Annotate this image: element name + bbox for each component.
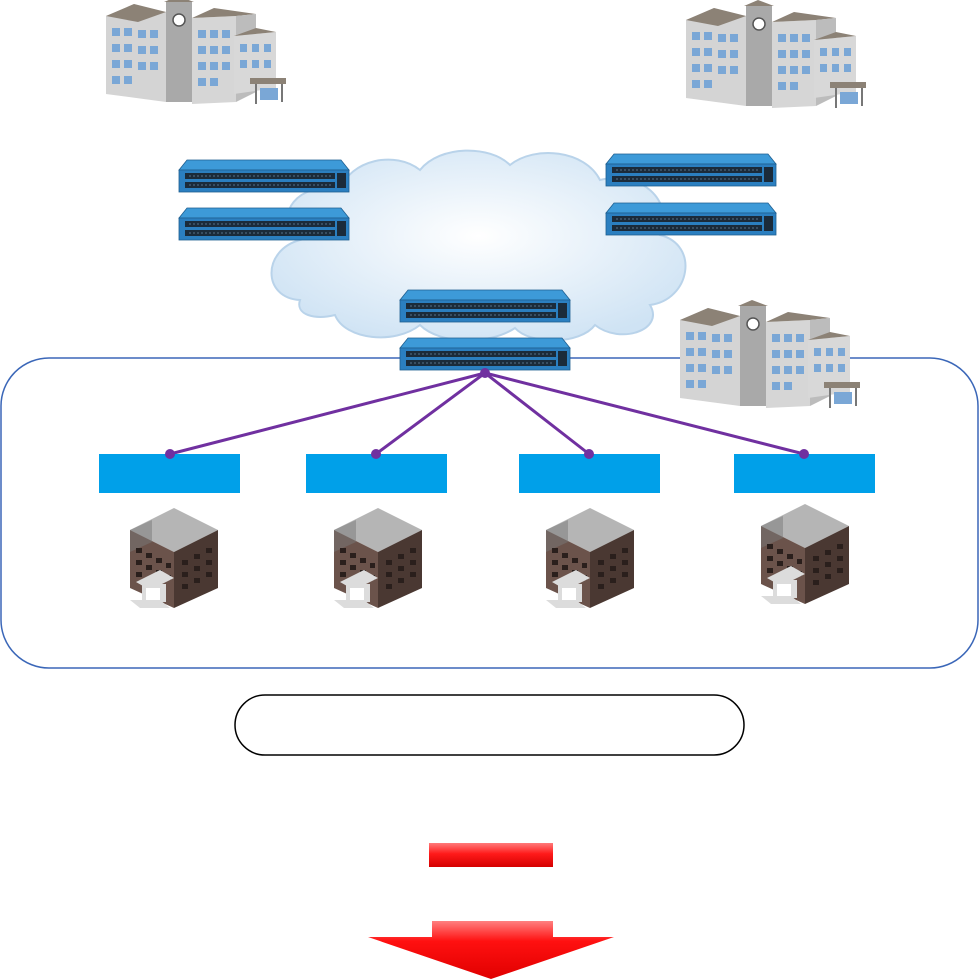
link-line <box>375 371 486 456</box>
campus-building-icon <box>685 0 867 109</box>
office-building-icon <box>334 508 422 608</box>
link-endpoint-dot <box>799 449 809 459</box>
link-line <box>169 371 486 456</box>
node-bar <box>306 454 447 493</box>
network-switch-icon <box>178 207 350 241</box>
network-switch-icon <box>605 202 777 236</box>
network-switch-icon <box>399 289 571 323</box>
network-switch-icon <box>399 337 571 371</box>
node-bar <box>519 454 660 493</box>
link-line <box>484 371 805 456</box>
campus-building-icon <box>679 299 861 409</box>
office-building-icon <box>130 508 218 608</box>
red-bar <box>429 843 553 867</box>
network-switch-icon <box>605 153 777 187</box>
node-bar <box>99 454 240 493</box>
down-arrow-icon <box>368 921 614 979</box>
office-building-icon <box>761 504 849 604</box>
link-hub-dot <box>480 368 490 378</box>
office-building-icon <box>546 508 634 608</box>
link-endpoint-dot <box>165 449 175 459</box>
node-bar <box>734 454 875 493</box>
link-line <box>484 371 590 456</box>
network-links <box>169 371 805 456</box>
link-endpoint-dot <box>584 449 594 459</box>
caption-box <box>234 694 745 756</box>
link-endpoint-dot <box>371 449 381 459</box>
network-region-frame <box>0 357 979 669</box>
campus-building-icon <box>105 0 287 105</box>
network-switch-icon <box>178 159 350 193</box>
